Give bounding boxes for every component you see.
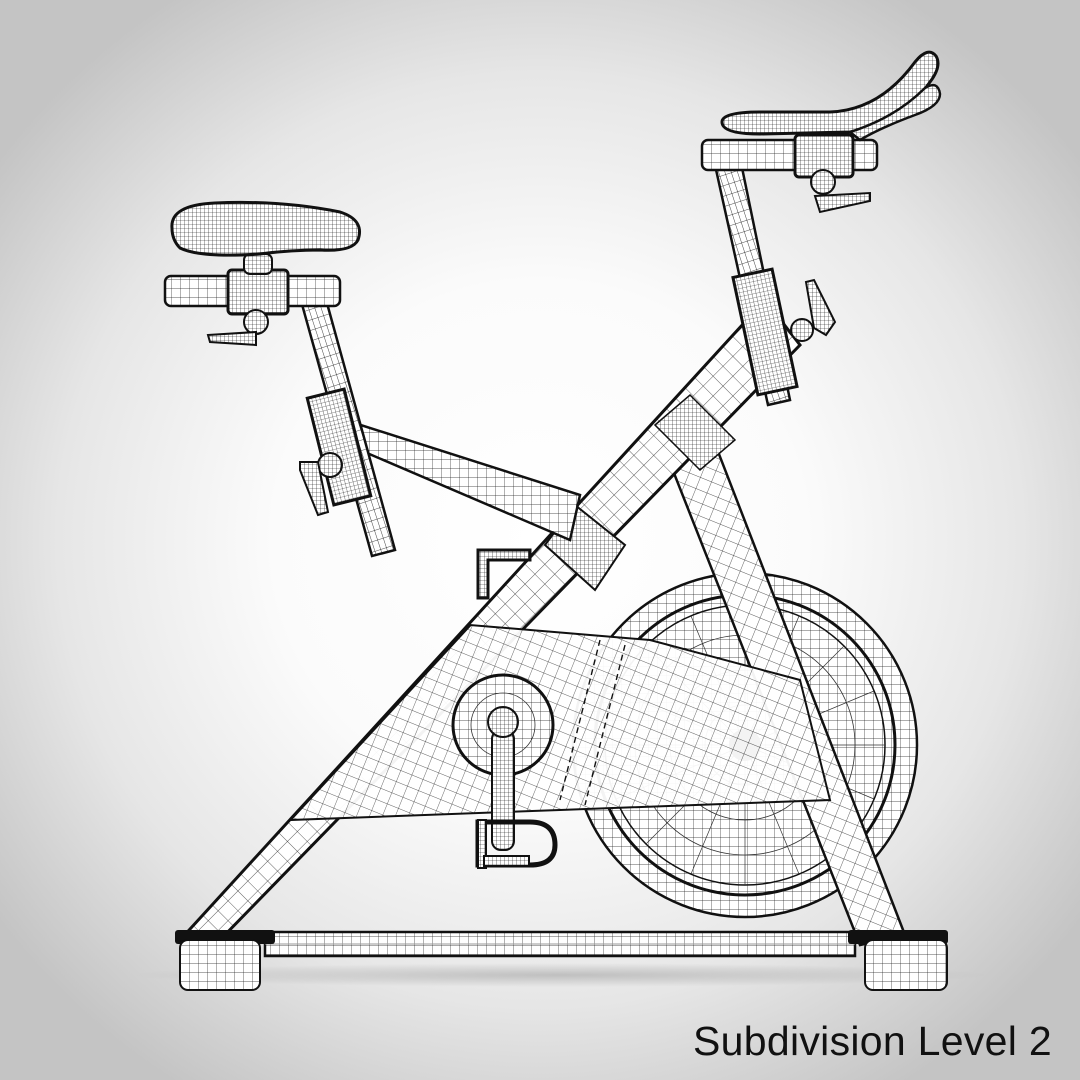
render-caption: Subdivision Level 2 xyxy=(693,1018,1052,1064)
crank-pedal xyxy=(451,673,558,869)
seat-adjust-lever xyxy=(299,461,330,517)
handlebar-stem xyxy=(713,156,837,407)
rear-pedal xyxy=(476,548,532,600)
chain-guard xyxy=(287,623,832,822)
saddle xyxy=(170,200,361,257)
saddle-clamp xyxy=(163,253,342,347)
handlebar-lever xyxy=(813,191,871,214)
front-foot xyxy=(848,930,948,991)
rear-foot xyxy=(175,930,275,991)
floor-shadow xyxy=(130,963,990,987)
base-rail xyxy=(263,930,857,958)
pedal-cage xyxy=(475,819,558,868)
saddle-lever xyxy=(206,330,257,347)
stem-adjust-lever xyxy=(804,278,837,337)
handlebar xyxy=(700,50,942,214)
seat-post xyxy=(296,283,397,558)
